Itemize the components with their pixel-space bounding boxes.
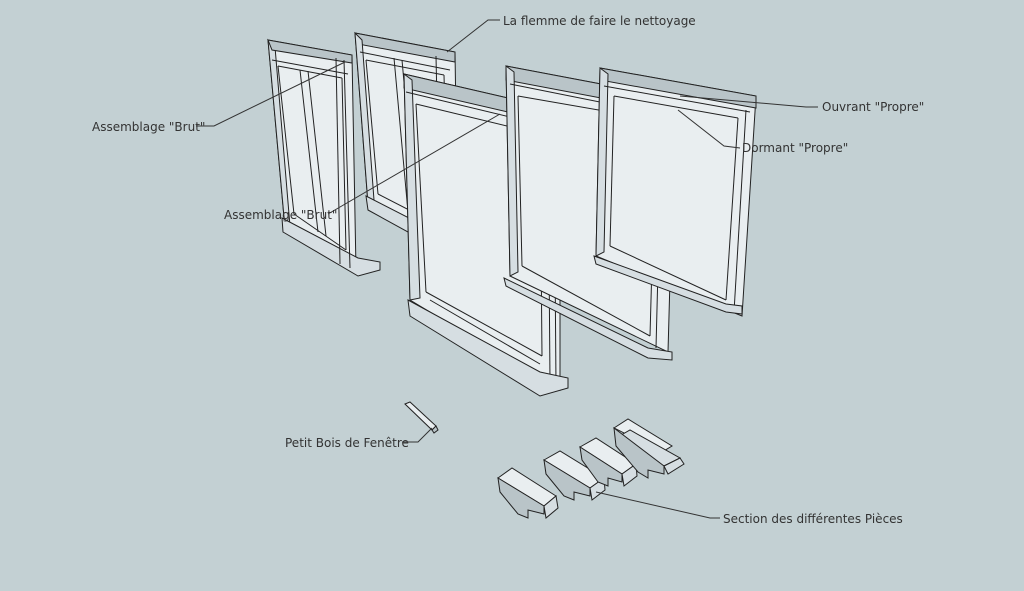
label-frame-clean: Dormant "Propre" (742, 141, 848, 155)
section-profile-3 (579, 437, 638, 487)
label-sections: Section des différentes Pièces (723, 512, 903, 526)
leader-sections (595, 491, 720, 519)
leader-frame-clean (677, 109, 741, 149)
leader-raw-assembly-2 (327, 113, 501, 215)
label-raw-assembly-1: Assemblage "Brut" (92, 120, 205, 134)
label-sash-clean: Ouvrant "Propre" (822, 100, 924, 114)
section-profile-4 (612, 418, 685, 479)
leader-glazing-bar (402, 427, 433, 443)
label-raw-assembly-2: Assemblage "Brut" (224, 208, 337, 222)
label-glazing-bar: Petit Bois de Fenêtre (285, 436, 409, 450)
clean-sash-ouvrant (593, 67, 757, 317)
leader-cleaning (446, 19, 500, 53)
raw-assembly-frame-back-left (267, 38, 381, 277)
leader-sash-clean (679, 95, 818, 108)
section-profile-1 (497, 467, 559, 519)
label-cleaning: La flemme de faire le nettoyage (503, 14, 696, 28)
glazing-bar-piece (404, 401, 439, 434)
leader-raw-assembly-1 (196, 61, 346, 127)
